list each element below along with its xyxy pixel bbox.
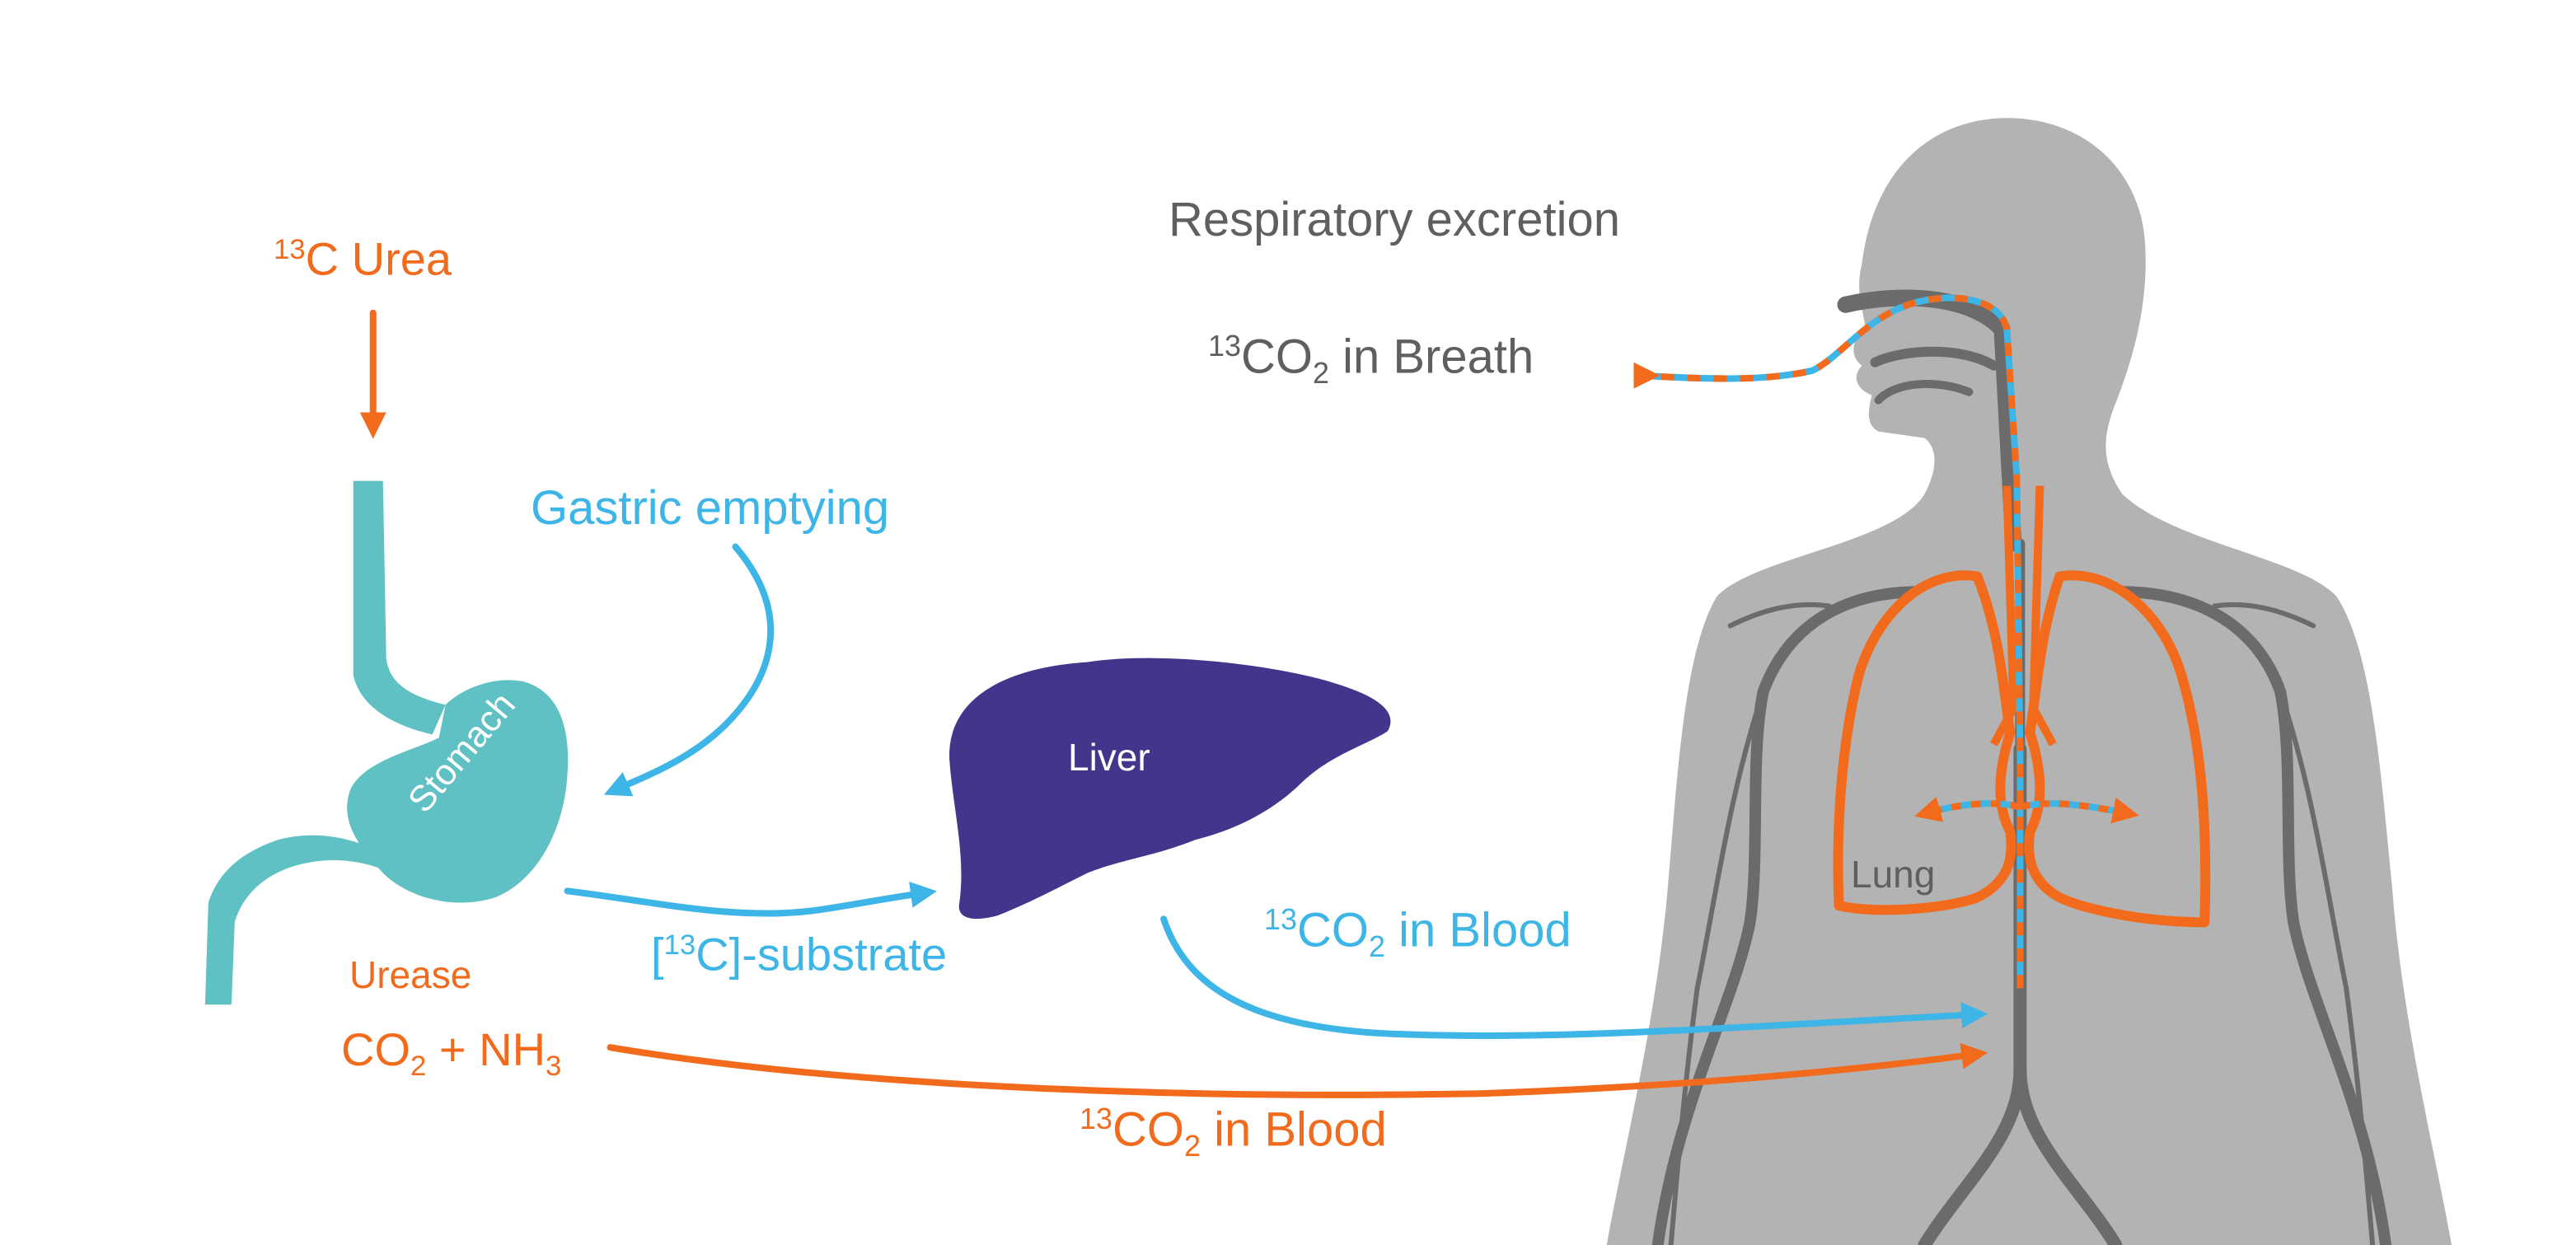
urea-label: 13C Urea (274, 236, 452, 283)
liver-label: Liver (1068, 738, 1150, 776)
co2-nh3-label: CO2 + NH3 (341, 1027, 561, 1081)
respiratory-excretion-label: Respiratory excretion (1169, 196, 1620, 244)
lung-label: Lung (1851, 855, 1935, 893)
substrate-to-liver-arrow (568, 891, 927, 913)
stomach-organ (205, 481, 568, 1005)
urease-label: Urease (349, 956, 471, 994)
human-body-silhouette (1607, 118, 2452, 1245)
blood-orange-label: 13CO2 in Blood (1080, 1104, 1387, 1161)
substrate-label: [13C]-substrate (651, 931, 947, 978)
liver-organ (949, 658, 1390, 919)
breath-label: 13CO2 in Breath (1208, 331, 1534, 388)
blood-blue-label: 13CO2 in Blood (1264, 905, 1571, 962)
gastric-emptying-label: Gastric emptying (531, 484, 889, 532)
gastric-emptying-arrow (614, 547, 771, 791)
